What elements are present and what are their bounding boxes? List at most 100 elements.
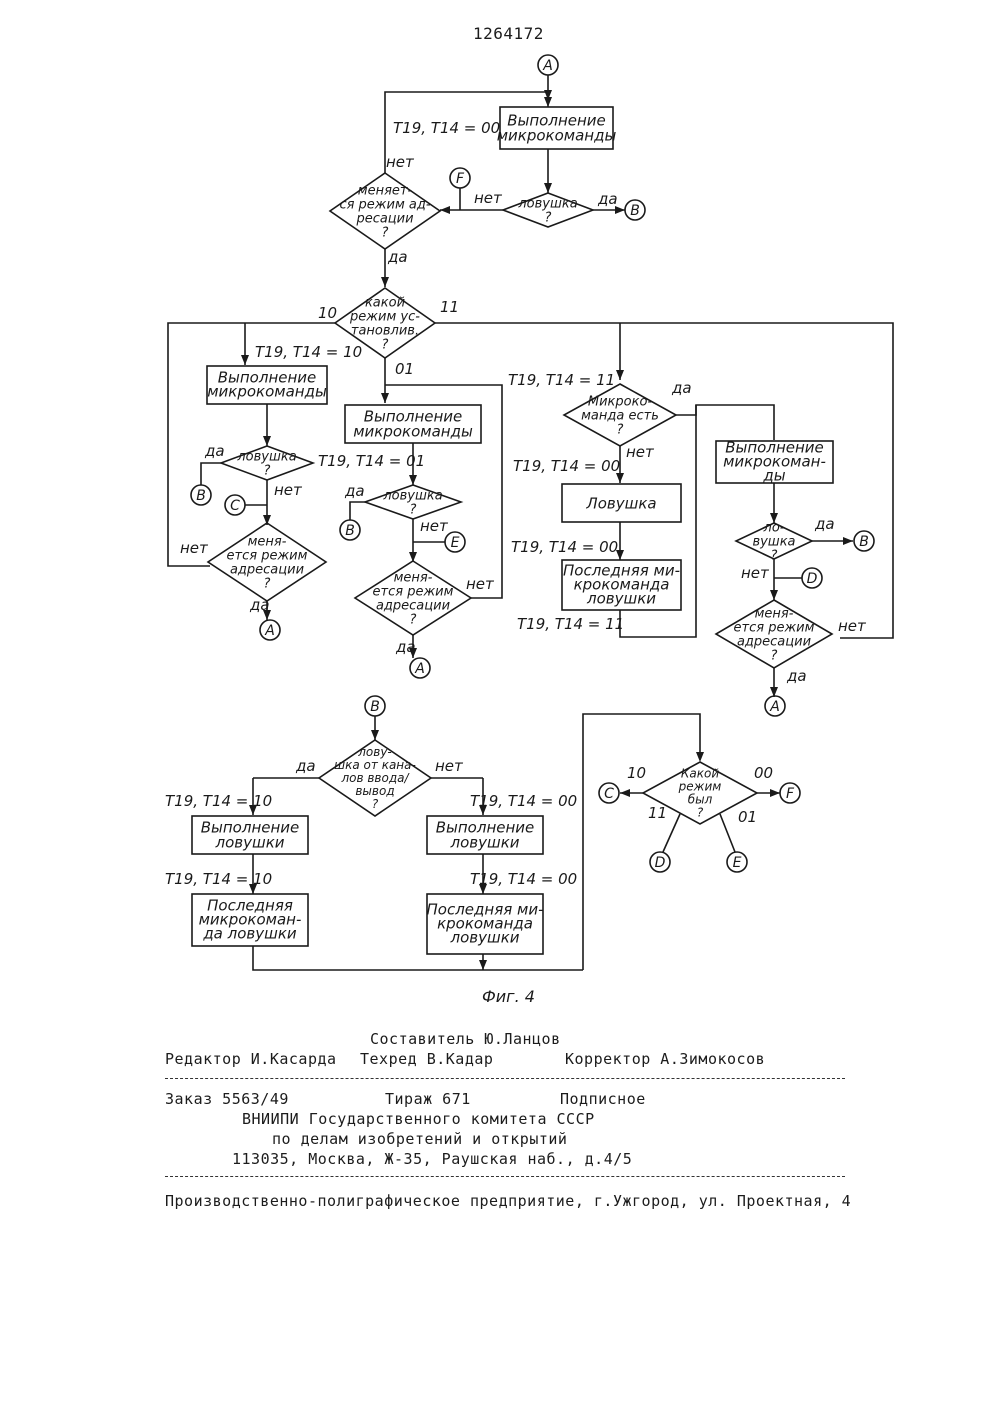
connector-label: A [542,58,553,74]
trap-io-diamond-line: шка от кана- [334,758,416,772]
exec1-box-line: микрокоманды [497,126,617,144]
flow-was-10-arrowhead [620,789,630,797]
no-trap10: нет [274,481,303,499]
t11-a: T19, T14 = 11 [508,371,615,389]
connector-B-10: B [191,485,211,505]
code01-label: 01 [395,360,414,378]
trap11-diamond-line: вушка [752,535,795,550]
t11-b: T19, T14 = 11 [517,615,624,633]
connector-label: B [630,203,640,219]
connector-B-top: B [625,200,645,220]
divider [165,1078,845,1079]
micro-exists-diamond-line: Микроко- [588,395,653,410]
mode-change-top-diamond-line: ся режим ад- [339,198,430,213]
which-mode-diamond-line: ? [382,338,389,353]
connector-label: C [230,498,240,514]
change01-diamond-line: ется режим [373,585,454,600]
trap01-diamond-line: ловушка [382,489,442,504]
connector-C-10: C [225,495,245,515]
trap11-diamond: ло-вушка? [736,521,812,564]
flow-mode-01-down-arrowhead [381,393,389,403]
connector-label: A [414,661,425,677]
corrector: Корректор А.Зимокосов [565,1050,765,1068]
t00-d: T19, T14 = 00 [470,792,577,810]
org-line1: ВНИИПИ Государственного комитета СССР [242,1110,595,1128]
exec-trap-left-box-line: ловушки [214,833,284,851]
order: Заказ 5563/49 [165,1090,289,1108]
mode-change-top-diamond-line: ресации [355,212,413,227]
connector-F-top: F [450,168,470,188]
connector-A-top: A [538,55,558,75]
last-trap-right-box-line: ловушки [449,929,519,947]
flow-mode-11-down-arrowhead [616,370,624,380]
code00-was: 00 [754,764,773,782]
no-change01: нет [466,575,495,593]
trap10-diamond: ловушка? [221,446,313,480]
last-trap-left-box-line: да ловушки [202,925,297,943]
connector-label: D [807,571,818,587]
trap-top-diamond-line: ловушка [517,197,577,212]
change10-diamond-line: ? [264,577,271,592]
last-trap-right-box: Последняя ми-крокомандаловушки [427,894,544,954]
connector-F-was: F [780,783,800,803]
yes-trap-top: да [597,190,618,208]
exec-trap-right-box-line: ловушки [449,833,519,851]
exec1-box: Выполнениемикрокоманды [497,107,617,149]
arrowhead [479,960,487,970]
arrowhead [440,206,450,214]
exec10-box-line: микрокоманды [207,383,327,401]
last-micro-trap-11-box: Последняя ми-крокомандаловушки [562,560,681,610]
exec11-box: Выполнениемикрокоман-ды [716,439,833,485]
arrowhead [696,752,704,762]
connector-B-11: B [854,531,874,551]
code01-was: 01 [738,808,757,826]
flow-trap11-yes-arrowhead [843,537,853,545]
org-line2: по делам изобретений и открытий [272,1130,567,1148]
micro-exists-diamond-line: манда есть [581,409,659,424]
connector-label: B [859,534,869,550]
change11-diamond-line: ? [771,649,778,664]
connector-A-01: A [410,658,430,678]
flow-trap01-yes [350,502,365,520]
connector-label: F [786,786,795,802]
connector-B-01: B [340,520,360,540]
which-mode-diamond-line: режим ус- [349,310,420,325]
which-was-diamond-line: Какой [681,767,719,781]
trap-box: Ловушка [562,484,681,522]
exec01-box-line: микрокоманды [353,422,473,440]
t00-b: T19, T14 = 00 [513,457,620,475]
trap-io-diamond: лову-шка от кана-лов ввода/вывод? [319,740,431,816]
flow-trap10-yes [201,463,221,485]
figure-caption: Фиг. 4 [482,987,535,1006]
change01-diamond-line: меня- [394,571,433,586]
flow-exec01-trap-arrowhead [409,475,417,485]
code10-label: 10 [318,304,337,322]
flow-to-which-was [583,714,700,970]
no-trap-top: нет [474,189,503,207]
divider [165,1176,845,1177]
trap10-diamond-line: ловушка [236,450,296,465]
yes-micro: да [671,379,692,397]
yes-trap11: да [814,515,835,533]
exec10-box: Выполнениемикрокоманды [207,366,327,404]
no-micro: нет [626,443,655,461]
yes-trap01: да [344,482,365,500]
connector-B-bot: B [365,696,385,716]
connector-E-was: E [727,852,747,872]
compiler: Составитель Ю.Ланцов [370,1030,561,1048]
trap-io-diamond-line: вывод [355,784,394,798]
flow-was-00-arrowhead [770,789,780,797]
connector-label: C [604,786,614,802]
connector-C-was: C [599,783,619,803]
no-trap11: нет [741,564,770,582]
connector-label: B [345,523,355,539]
yes-change11: да [786,667,807,685]
printer: Производственно-полиграфическое предприя… [165,1192,851,1210]
exec-trap-right-box: Выполнениеловушки [427,816,543,854]
flow-micro-yes [676,405,774,440]
change01-diamond-line: ? [410,613,417,628]
trap01-diamond-line: ? [410,503,417,518]
change10-diamond: меня-ется режимадресации? [208,523,326,601]
last-trap-left-box: Последняямикрокоман-да ловушки [192,894,308,946]
